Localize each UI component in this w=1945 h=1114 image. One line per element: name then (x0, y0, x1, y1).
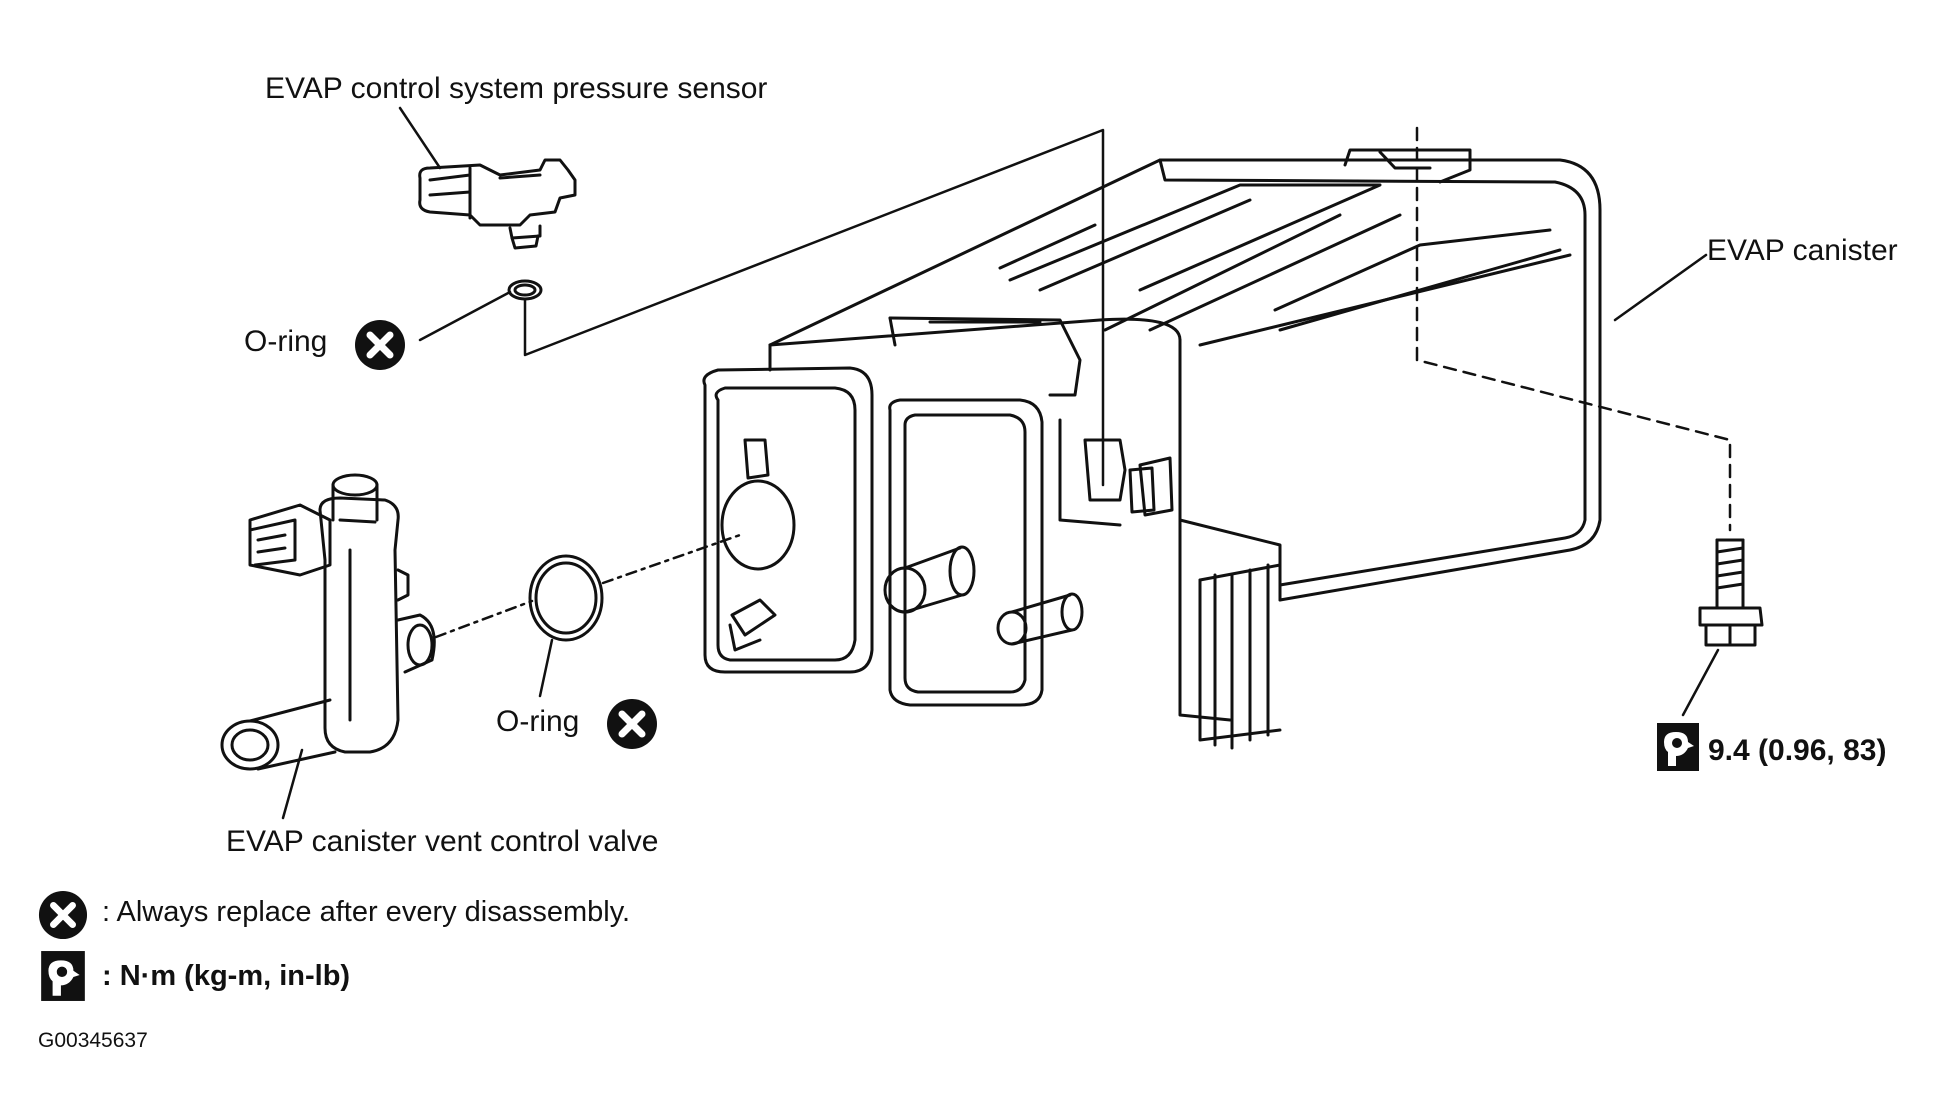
pressure-sensor-part (418, 158, 577, 301)
middle-oring-part (528, 554, 604, 642)
legend-replace-text: : Always replace after every disassembly… (102, 896, 631, 928)
replace-icon (38, 890, 88, 940)
torque-wrench-icon (41, 951, 85, 1001)
vent-valve-part (220, 473, 436, 771)
mounting-bolt-part (1698, 538, 1764, 647)
top-oring-label: O-ring (244, 325, 328, 358)
middle-oring-label: O-ring (496, 705, 580, 738)
canister-left-cap (702, 366, 874, 674)
figure-id: G00345637 (38, 1029, 148, 1052)
canister-middle-cap (883, 398, 1156, 707)
pressure-sensor-label: EVAP control system pressure sensor (265, 72, 768, 105)
torque-value-label: 9.4 (0.96, 83) (1708, 734, 1887, 767)
torque-wrench-icon (1657, 723, 1699, 771)
top-oring-replace-icon (355, 320, 405, 370)
evap-canister-body (768, 148, 1602, 750)
legend-torque-units: : N·m (kg-m, in-lb) (102, 960, 351, 992)
middle-oring-replace-icon (607, 699, 657, 749)
evap-canister-label: EVAP canister (1707, 234, 1898, 267)
vent-valve-label: EVAP canister vent control valve (226, 825, 659, 858)
